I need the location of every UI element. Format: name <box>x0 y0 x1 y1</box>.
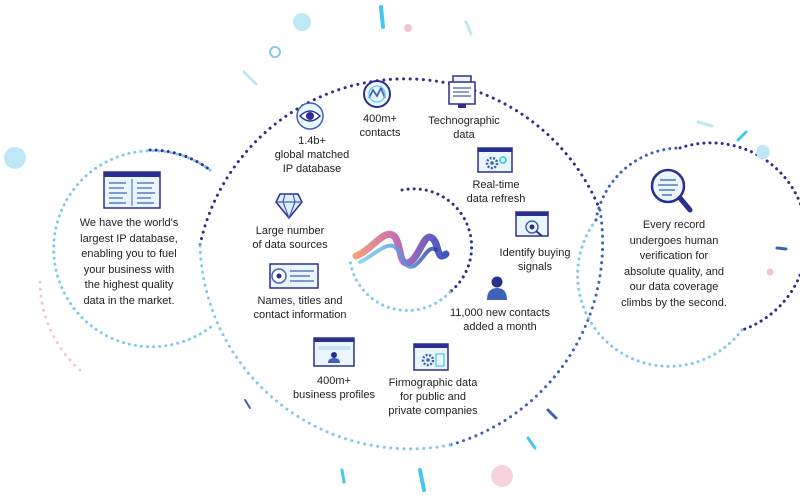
feature-line: global matched <box>274 149 350 161</box>
feature-line: added a month <box>463 321 537 333</box>
left-circle <box>38 148 214 374</box>
feature-line: of data sources <box>252 239 328 251</box>
feature-contact-info: Names, titles and contact information <box>240 294 360 322</box>
network-badge-icon <box>363 80 391 108</box>
right-line: our data coverage <box>629 281 719 293</box>
feature-business-profiles: 400m+ business profiles <box>278 374 390 402</box>
left-line: data in the market. <box>83 294 175 307</box>
feature-line: 11,000 new contacts <box>449 307 551 319</box>
feature-technographic: Technographic data <box>424 114 504 142</box>
left-line: largest IP database, <box>80 232 178 245</box>
right-panel-text: Every record undergoes human verificatio… <box>612 218 736 311</box>
feature-line: data refresh <box>466 193 526 205</box>
contact-card-icon <box>269 263 319 289</box>
company-window-icon <box>413 343 449 371</box>
feature-real-time: Real-time data refresh <box>454 178 538 206</box>
left-line: your business with <box>83 263 175 276</box>
feature-line: Technographic <box>428 115 500 127</box>
feature-line: for public and <box>399 391 467 403</box>
magnifier-icon <box>650 168 693 213</box>
feature-ip-database: 1.4b+ global matched IP database <box>262 134 362 176</box>
feature-line: IP database <box>282 163 342 175</box>
feature-data-sources: Large number of data sources <box>240 224 340 252</box>
feature-line: business profiles <box>293 389 375 401</box>
feature-line: private companies <box>388 405 478 417</box>
decorations <box>4 5 788 492</box>
feature-line: Large number <box>255 225 325 237</box>
feature-line: data <box>453 129 475 141</box>
feature-line: Identify buying <box>499 247 571 259</box>
feature-new-contacts: 11,000 new contacts added a month <box>440 306 560 334</box>
right-line: undergoes human <box>629 234 719 247</box>
right-circle <box>576 141 800 368</box>
feature-firmographic: Firmographic data for public and private… <box>378 376 488 418</box>
feature-line: 1.4b+ <box>298 135 326 147</box>
feature-line: 400m+ <box>317 375 351 387</box>
user-icon <box>487 276 507 300</box>
feature-line: contact information <box>253 309 347 321</box>
target-window-icon <box>515 211 549 237</box>
center-circle <box>348 187 474 312</box>
feature-line: Real-time <box>472 179 520 191</box>
feature-line: signals <box>517 261 553 273</box>
left-line: enabling you to fuel <box>81 248 177 260</box>
right-line: absolute quality, and <box>623 265 725 278</box>
left-line: We have the world's <box>79 217 179 229</box>
main-circle <box>198 77 605 451</box>
right-line: verification for <box>639 250 709 262</box>
monitor-stack-icon <box>448 75 476 108</box>
feature-buying-signals: Identify buying signals <box>490 246 580 274</box>
feature-contacts: 400m+ contacts <box>342 112 418 140</box>
diamond-icon <box>275 193 303 220</box>
gear-window-icon <box>477 147 513 173</box>
feature-line: contacts <box>359 127 401 139</box>
feature-line: 400m+ <box>363 113 397 125</box>
feature-line: Names, titles and <box>257 295 343 307</box>
eye-icon <box>296 102 324 130</box>
left-line: the highest quality <box>84 279 174 291</box>
profile-window-icon <box>313 337 355 367</box>
left-panel-text: We have the world's largest IP database,… <box>54 216 204 309</box>
right-line: Every record <box>642 219 706 231</box>
ip-database-window-icon <box>103 171 161 209</box>
ribbon-logo-icon <box>352 230 450 269</box>
feature-line: Firmographic data <box>388 377 478 389</box>
right-line: climbs by the second. <box>621 296 727 309</box>
